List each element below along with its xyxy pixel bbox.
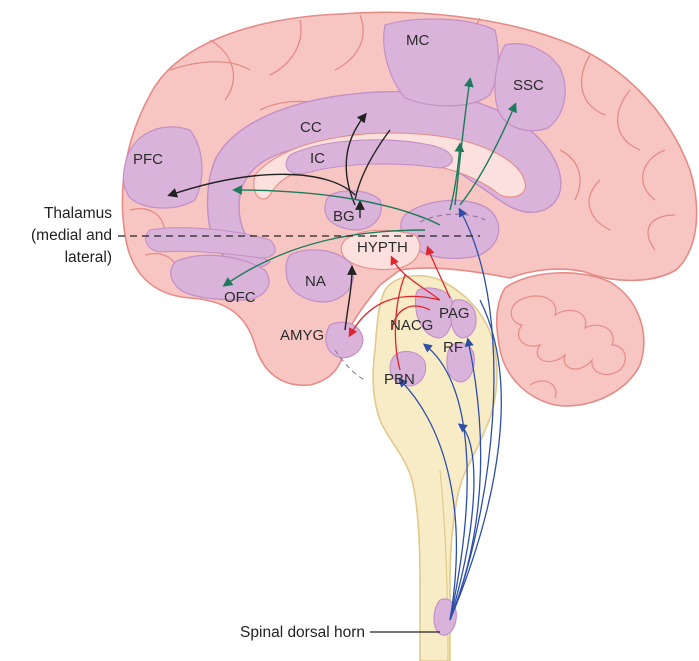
label-ic: IC — [310, 150, 325, 167]
label-na: NA — [305, 273, 326, 290]
motor-cortex-region — [384, 19, 499, 106]
label-nacg: NACG — [390, 317, 433, 334]
label-mc: MC — [406, 32, 429, 49]
cerebellum — [497, 273, 644, 406]
label-ssc: SSC — [513, 77, 544, 94]
label-bg: BG — [333, 208, 355, 225]
thalamus-label-line-1: Thalamus — [44, 205, 112, 222]
label-hypth: HYPTH — [357, 239, 408, 256]
label-pag: PAG — [439, 305, 470, 322]
label-amyg: AMYG — [280, 327, 324, 344]
label-pbn: PBN — [384, 371, 415, 388]
amygdala — [326, 322, 363, 357]
label-ofc: OFC — [224, 289, 256, 306]
thalamus-label-line-3: lateral) — [65, 249, 112, 266]
spinal-dorsal-horn-label: Spinal dorsal horn — [240, 624, 365, 641]
label-pfc: PFC — [133, 151, 163, 168]
label-cc: CC — [300, 119, 322, 136]
thalamus-label-line-2: (medial and — [31, 227, 112, 244]
label-rf: RF — [443, 339, 463, 356]
